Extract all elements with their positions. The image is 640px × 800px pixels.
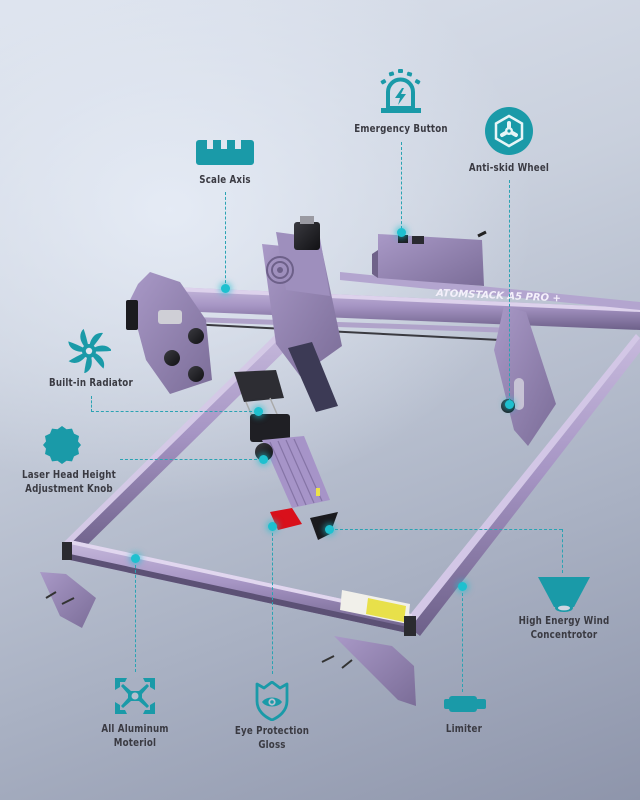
marker-scale [221,284,230,293]
rail-brand-text: ATOMSTACK A5 PRO + [435,288,561,304]
marker-wind [325,525,334,534]
limiter-label: Limiter [445,723,483,735]
emergency-button-label: Emergency Button [354,123,448,135]
eye-protection-label-line1: Eye Protection [234,725,310,737]
leader-radiator-v [91,396,92,412]
fan-icon [67,329,111,373]
marker-glass [268,522,277,531]
marker-limiter [458,582,467,591]
marker-wheel [505,400,514,409]
leader-scale [225,192,226,288]
anti-skid-wheel-label: Anti-skid Wheel [468,162,550,174]
leader-aluminum [135,560,136,672]
eye-protection-label-line2: Gloss [258,739,286,751]
eye-protection-label: Eye Protection Gloss [224,724,320,752]
funnel-icon [538,577,590,615]
marker-knob [259,455,268,464]
laser-head-knob-label-line2: Adjustment Knob [25,483,113,495]
leader-limiter [462,588,463,692]
leader-emergency [401,142,402,234]
aluminum-material-label: All Aluminum Moteriol [84,722,185,750]
scale-axis-label: Scale Axis [199,174,251,186]
wind-concentrator-label-line2: Concentrotor [530,629,598,641]
leader-wind-h [330,529,562,530]
marker-emergency [397,228,406,237]
laser-head-knob-label: Laser Head Height Adjustment Knob [15,468,124,496]
knob-icon [43,426,81,464]
laser-head-knob-label-line1: Laser Head Height [22,469,116,481]
marker-radiator [254,407,263,416]
ruler-icon [196,140,254,165]
leader-glass [272,528,273,674]
leader-wheel [509,180,510,406]
wind-concentrator-label-line1: High Energy Wind [518,615,610,627]
aluminum-material-label-line1: All Aluminum [101,723,169,735]
leader-knob [120,459,262,460]
leader-radiator-h [91,411,257,412]
wheel-icon [485,107,533,155]
shield-eye-icon [254,681,290,721]
leader-wind-v [562,529,563,573]
limiter-switch-icon [444,694,486,714]
aluminum-profile-icon [115,678,155,714]
aluminum-material-label-line2: Moteriol [113,737,157,749]
marker-aluminum [131,554,140,563]
wind-concentrator-label: High Energy Wind Concentrotor [512,614,615,642]
built-in-radiator-label: Built-in Radiator [49,377,133,389]
siren-bolt-icon [378,66,424,116]
